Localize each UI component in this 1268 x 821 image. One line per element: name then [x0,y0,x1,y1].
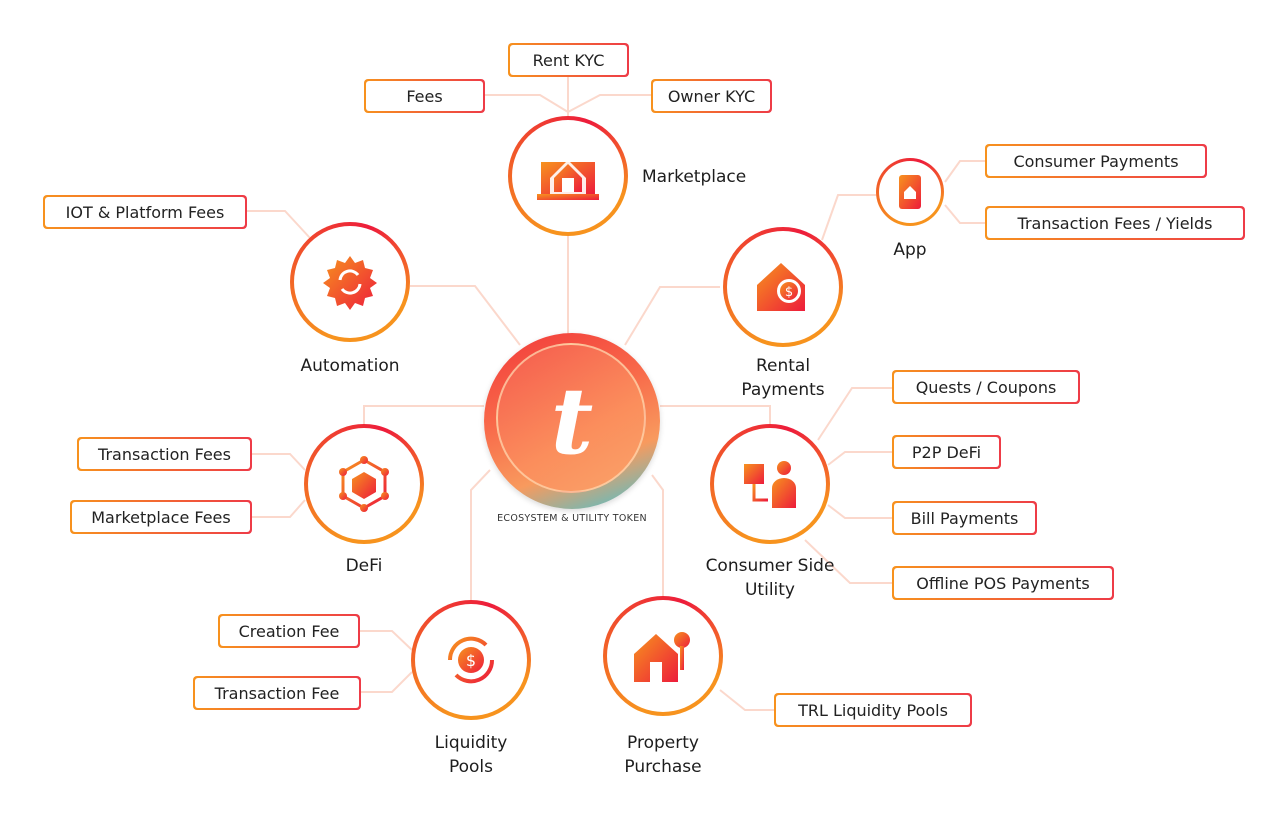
consumer-exchange-icon [744,461,796,508]
dollar-cycle-icon: $ [447,636,495,684]
marketplace-node [508,116,628,236]
transaction-fee-box: Transaction Fee [193,676,361,710]
ecosystem-token-coin: t [484,333,660,509]
consumer-side-utility-node [710,424,830,544]
marketplace-fees-box: Marketplace Fees [70,500,252,534]
quests-coupons-box: Quests / Coupons [892,370,1080,404]
property-purchase-node [603,596,723,716]
cube-network-icon [339,456,389,512]
automation-label: Automation [300,356,400,376]
gear-sync-icon [323,256,377,310]
automation-node [290,222,410,342]
creation-fee-box: Creation Fee [218,614,360,648]
app-label: App [893,240,927,260]
svg-text:$: $ [785,285,793,300]
p2p-defi-box: P2P DeFi [892,435,1001,469]
phone-icon [899,175,921,209]
house-dollar-icon: $ [757,263,805,311]
trl-liquidity-pools-box: TRL Liquidity Pools [774,693,972,727]
svg-text:$: $ [466,651,476,670]
consumer-payments-box: Consumer Payments [985,144,1207,178]
bill-payments-box: Bill Payments [892,501,1037,535]
iot-platform-fees-box: IOT & Platform Fees [43,195,247,229]
transaction-fees-yields-box: Transaction Fees / Yields [985,206,1245,240]
ecosystem-token-label: ECOSYSTEM & UTILITY TOKEN [497,513,647,524]
liquidity-pools-node: $ [411,600,531,720]
token-logo-icon: t [550,367,594,475]
marketplace-label: Marketplace [642,167,747,187]
laptop-house-icon [537,160,599,200]
app-node [876,158,944,226]
offline-pos-payments-box: Offline POS Payments [892,566,1114,600]
defi-node [304,424,424,544]
defi-label: DeFi [345,556,383,576]
fees-box: Fees [364,79,485,113]
rent-kyc-box: Rent KYC [508,43,629,77]
house-key-icon [634,632,690,682]
owner-kyc-box: Owner KYC [651,79,772,113]
transaction-fees-box: Transaction Fees [77,437,252,471]
rental-payments-node: $ [723,227,843,347]
